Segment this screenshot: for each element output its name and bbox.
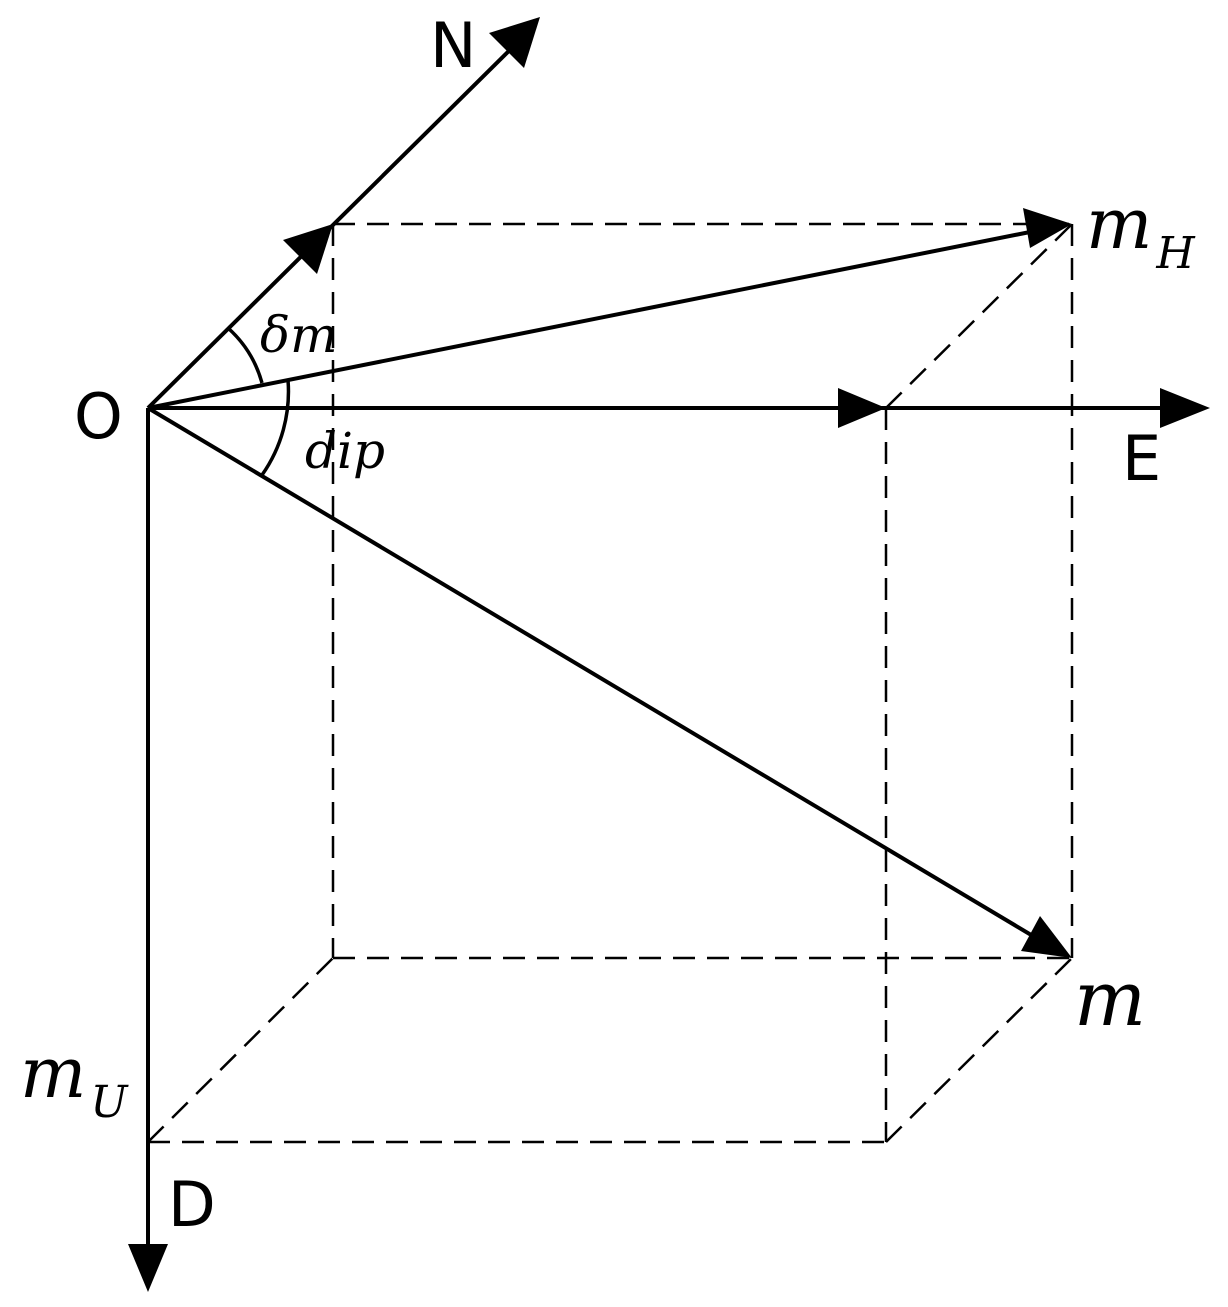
construction-lines <box>147 222 1074 1144</box>
horizontal-component-label: mH <box>1086 183 1196 279</box>
vertical-component-subscript: U <box>90 1077 129 1128</box>
dash-right-diagonal <box>885 957 1073 1143</box>
m-arrow-head <box>1021 916 1072 958</box>
magnetic-vector <box>146 406 1050 947</box>
declination-label: δm <box>260 306 338 364</box>
vertical-component-label: mU <box>20 1032 129 1128</box>
north-label: N <box>430 9 476 82</box>
north-mid-arrow-head <box>283 224 333 274</box>
axes-and-vectors <box>146 36 1185 1270</box>
origin-label: O <box>74 380 123 453</box>
arrow-heads <box>128 17 1210 1292</box>
magnetic-vector-label: m <box>1074 954 1146 1043</box>
dip-arc <box>260 379 291 477</box>
labels: O N E D mH mU m δm dip <box>20 9 1196 1241</box>
dash-left-diagonal <box>147 957 334 1143</box>
north-arrow-head <box>489 17 540 68</box>
horizontal-component-vector <box>147 226 1051 410</box>
down-arrow-head <box>128 1244 168 1292</box>
east-mid-arrow-head <box>838 388 886 428</box>
declination-arc <box>226 326 264 384</box>
dash-e-to-mh <box>885 223 1073 409</box>
dip-label: dip <box>305 422 385 480</box>
declination-symbol: δ <box>260 306 290 364</box>
down-label: D <box>168 1168 216 1241</box>
mh-arrow-head <box>1023 208 1072 248</box>
declination-variable: m <box>290 306 337 364</box>
north-axis <box>146 36 524 410</box>
vertical-component-main: m <box>20 1032 86 1114</box>
angle-arcs <box>226 326 291 477</box>
east-arrow-head <box>1160 388 1210 428</box>
east-label: E <box>1122 422 1161 495</box>
horizontal-component-main: m <box>1086 183 1152 265</box>
horizontal-component-subscript: H <box>1155 228 1196 279</box>
